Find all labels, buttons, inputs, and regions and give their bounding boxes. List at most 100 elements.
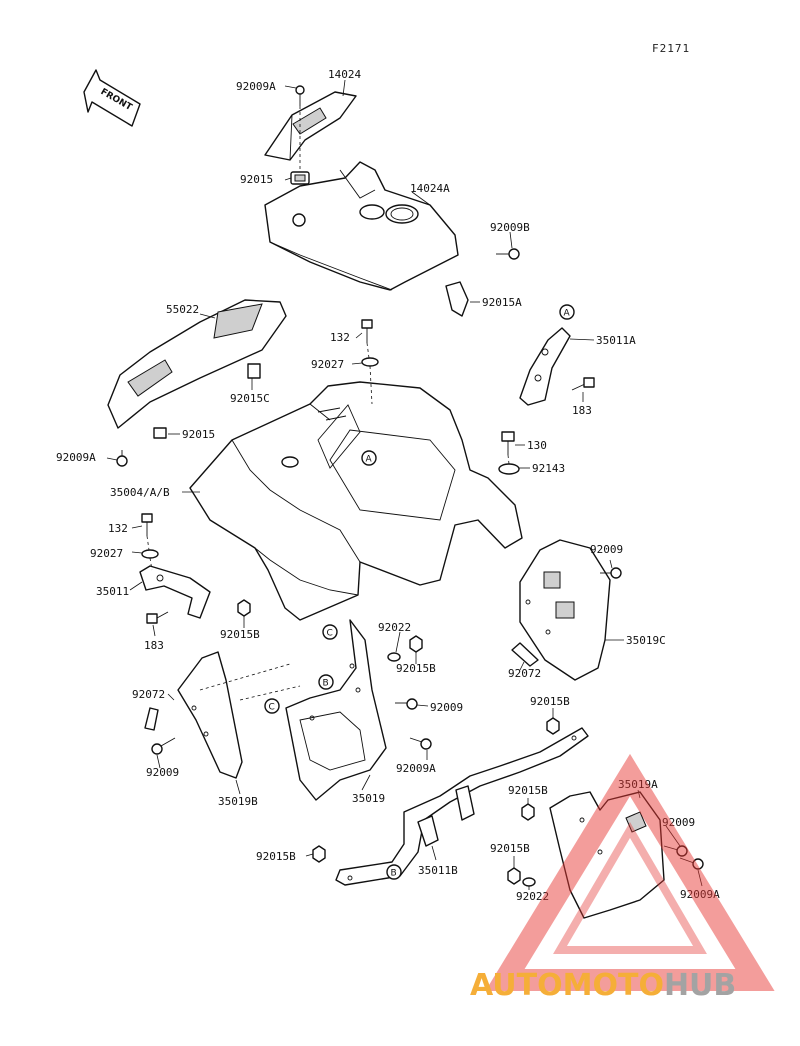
part-130-bolt: [501, 431, 515, 455]
part-35011-bracket: [139, 565, 211, 619]
part-14024A-cover: [264, 161, 459, 291]
label-183-right: 183: [572, 404, 592, 417]
watermark-text: AUTOMOTOHUB: [470, 968, 736, 1003]
label-35019C: 35019C: [626, 634, 666, 647]
label-35019A: 35019A: [618, 778, 658, 791]
part-92143-collar: [498, 463, 520, 475]
part-92022-washer-center: [387, 652, 401, 662]
marker-a-1: [559, 304, 575, 320]
part-92015B-nut-4: [521, 803, 535, 821]
part-92015B-nut-1: [237, 599, 251, 617]
marker-a-2-text: A: [366, 455, 373, 465]
part-35004-front-fender: [189, 381, 523, 621]
part-92015B-nut-6: [507, 867, 521, 885]
label-14024: 14024: [328, 68, 361, 81]
part-92015B-nut-5: [312, 845, 326, 863]
part-92009-screw-far-right: [663, 845, 688, 857]
part-35019A-flap: [549, 791, 665, 919]
label-92072-left: 92072: [132, 688, 165, 701]
leader-lines: [106, 79, 703, 890]
label-92022-right: 92022: [516, 890, 549, 903]
part-92009-screw-right: [600, 567, 622, 579]
label-92015-left: 92015: [182, 428, 215, 441]
part-92015A-clip: [445, 281, 469, 317]
watermark-text-gray: HUB: [664, 968, 736, 1003]
label-35019B: 35019B: [218, 795, 258, 808]
label-92009-right: 92009: [590, 543, 623, 556]
part-35019-flap: [285, 619, 387, 801]
part-92015-grommet: [290, 171, 310, 185]
part-92072-rivet-right: [511, 642, 539, 667]
part-92009A-screw-far-right: [679, 857, 704, 870]
label-35011A: 35011A: [596, 334, 636, 347]
part-92009A-screw-top: [295, 85, 305, 106]
watermark-logo: AUTOMOTOHUB: [470, 753, 775, 1003]
label-92009B: 92009B: [490, 221, 530, 234]
label-92072-right: 92072: [508, 667, 541, 680]
label-92027-left: 92027: [90, 547, 123, 560]
label-92009-far-right: 92009: [662, 816, 695, 829]
part-132-bolt-top: [361, 319, 373, 343]
label-92009A-center: 92009A: [396, 762, 436, 775]
front-arrow-icon: FRONT: [83, 69, 141, 127]
marker-c-2: [264, 698, 280, 714]
label-92009A-left: 92009A: [56, 451, 96, 464]
part-35011B-bar: [335, 727, 589, 886]
label-92015A: 92015A: [482, 296, 522, 309]
part-92009-screw-left: [151, 737, 176, 755]
marker-a-1-text: A: [564, 309, 571, 319]
part-92072-rivet-left: [144, 707, 159, 731]
label-92009-left: 92009: [146, 766, 179, 779]
part-92022-washer-right: [522, 877, 536, 887]
marker-c-1-text: C: [327, 629, 333, 639]
watermark-triangle-icon: [485, 753, 775, 991]
label-92015B-5: 92015B: [256, 850, 296, 863]
label-92015B-1: 92015B: [220, 628, 260, 641]
label-132-top: 132: [330, 331, 350, 344]
label-92009A-far-right: 92009A: [680, 888, 720, 901]
label-35004: 35004/A/B: [110, 486, 170, 499]
marker-b-1: [318, 674, 334, 690]
part-92015B-nut-2: [409, 635, 423, 653]
label-92143: 92143: [532, 462, 565, 475]
part-183-bolt-right: [571, 377, 595, 391]
label-92015B-2: 92015B: [396, 662, 436, 675]
marker-c-1: [322, 624, 338, 640]
part-92009B-screw: [496, 248, 520, 260]
label-130: 130: [527, 439, 547, 452]
marker-b-2-text: B: [391, 869, 397, 879]
label-183-left: 183: [144, 639, 164, 652]
part-14024-cover: [264, 91, 357, 161]
label-92022-center: 92022: [378, 621, 411, 634]
label-92015B-3: 92015B: [530, 695, 570, 708]
marker-c-2-text: C: [269, 703, 275, 713]
label-92009A-top: 92009A: [236, 80, 276, 93]
marker-b-1-text: B: [323, 679, 329, 689]
label-92009-center: 92009: [430, 701, 463, 714]
label-92015C: 92015C: [230, 392, 270, 405]
label-35011B: 35011B: [418, 864, 458, 877]
part-92027-washer-top: [361, 357, 379, 367]
label-92015B-4: 92015B: [508, 784, 548, 797]
watermark-text-orange: AUTOMOTO: [470, 968, 664, 1003]
part-55022-duct: [107, 299, 287, 439]
marker-b-2: [386, 864, 402, 880]
diagram-code: F2171: [652, 42, 690, 55]
part-183-bolt-left: [146, 611, 169, 624]
label-35019: 35019: [352, 792, 385, 805]
part-92027-washer-left: [141, 549, 159, 559]
part-132-bolt-left: [141, 513, 153, 536]
marker-a-2: [361, 450, 377, 466]
label-92027-top: 92027: [311, 358, 344, 371]
part-35011A-bracket: [519, 327, 571, 406]
label-55022: 55022: [166, 303, 199, 316]
part-92009-screw-center: [395, 698, 418, 710]
assembly-lines: [146, 106, 510, 701]
part-92009A-screw-center: [409, 737, 432, 750]
label-92015-top: 92015: [240, 173, 273, 186]
part-labels: 92009A 14024 92015 14024A 92009B 92015A …: [56, 68, 720, 903]
part-92015B-nut-3: [546, 717, 560, 735]
part-35019B-flap: [177, 651, 243, 779]
label-14024A: 14024A: [410, 182, 450, 195]
